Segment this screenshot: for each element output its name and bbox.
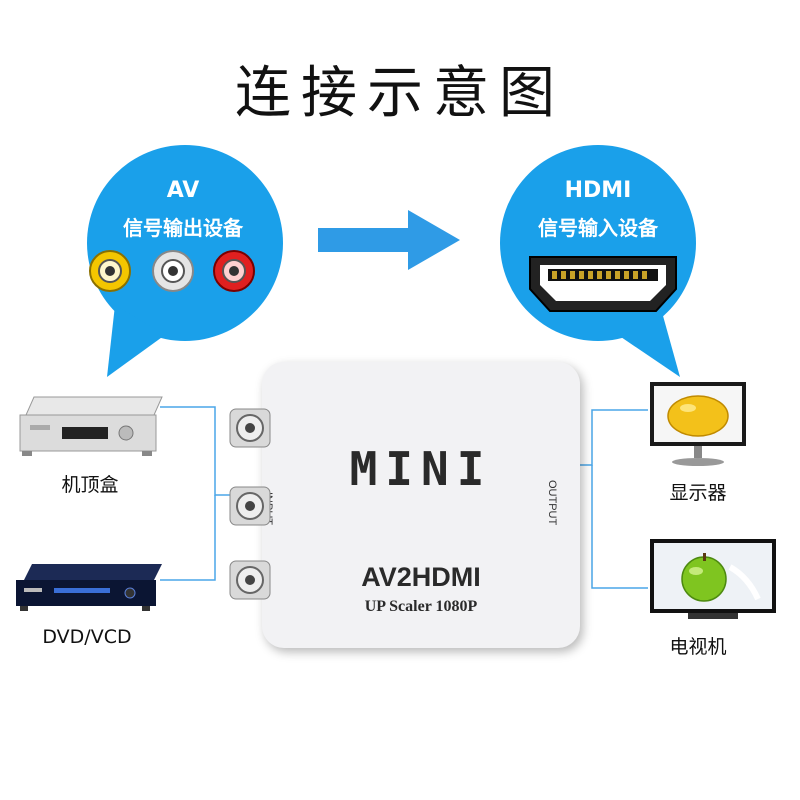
dvd-player-icon	[16, 564, 162, 611]
dvd-player-label: DVD/VCD	[42, 626, 132, 648]
converter-rca-sockets	[229, 408, 271, 600]
rca-white-icon	[152, 250, 194, 292]
set-top-box-label: 机顶盒	[61, 474, 119, 496]
diagram-title: 连接示意图	[235, 61, 565, 126]
tv-label: 电视机	[669, 636, 727, 658]
tv-icon	[650, 539, 776, 619]
hdmi-port-icon	[529, 256, 677, 312]
rca-yellow-icon	[89, 250, 131, 292]
socket-middle-icon	[229, 486, 271, 526]
set-top-box-icon	[19, 396, 163, 456]
monitor-label: 显示器	[669, 482, 727, 504]
output-label: OUTPUT	[546, 480, 558, 526]
converter-box: MINI AV2HDMI UP Scaler 1080P INPUT OUTPU…	[262, 362, 580, 648]
output-line-top	[578, 409, 648, 466]
target-bubble-line1: HDMI	[564, 178, 632, 203]
socket-top-icon	[229, 408, 271, 448]
socket-bottom-icon	[229, 560, 271, 600]
target-bubble-line2: 信号输入设备	[538, 216, 658, 240]
converter-brand: MINI	[349, 442, 493, 496]
converter-scaler: UP Scaler 1080P	[364, 598, 478, 615]
monitor-icon	[650, 382, 746, 466]
rca-jacks	[89, 250, 255, 292]
input-line-bottom	[160, 495, 216, 581]
source-bubble-line2: 信号输出设备	[123, 216, 243, 240]
lemon-icon	[667, 395, 729, 437]
source-bubble-line1: AV	[166, 178, 200, 203]
output-line-bottom	[591, 465, 648, 589]
converter-model: AV2HDMI	[361, 562, 481, 592]
apple-icon	[681, 556, 727, 602]
direction-arrow	[318, 210, 460, 270]
rca-red-icon	[213, 250, 255, 292]
